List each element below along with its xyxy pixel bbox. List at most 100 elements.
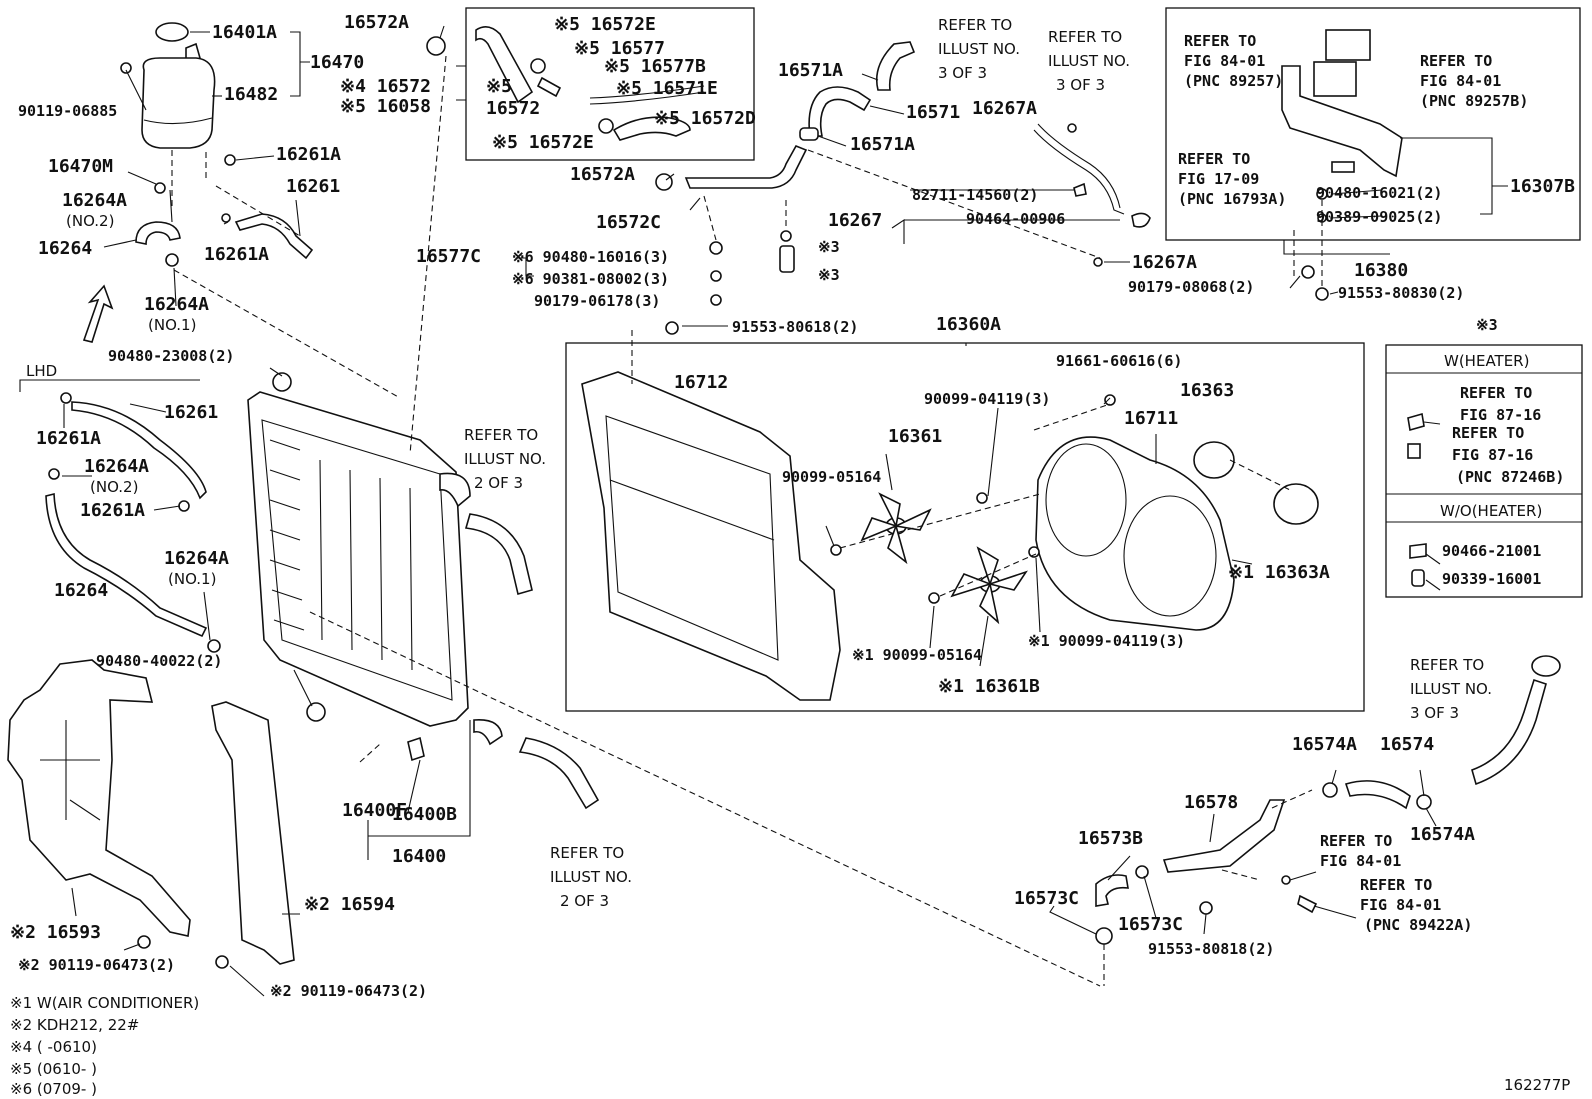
figure-code: 162277P <box>1504 1076 1570 1094</box>
sensor-89422A <box>1297 894 1318 914</box>
fan-16361 <box>860 492 932 565</box>
fig5-line3: (PNC 89422A) <box>1364 916 1472 934</box>
hose-16573B <box>1095 874 1129 907</box>
label-16572D: ※5 16572D <box>654 108 756 129</box>
clip-82711 <box>1073 182 1087 197</box>
label-16380: 16380 <box>1354 260 1408 281</box>
legend-90339-icon <box>1411 569 1425 587</box>
fig3-line2: FIG 17-09 <box>1178 170 1259 188</box>
label-16470: 16470 <box>310 52 364 73</box>
fan-shroud-box <box>565 342 1365 712</box>
bracket-16307B <box>1281 65 1403 178</box>
legend-hose-icon <box>1407 443 1421 459</box>
hose-16264-top <box>135 221 181 245</box>
lhd-hose-16261 <box>71 401 207 500</box>
label-90099-05164-b: ※1 90099-05164 <box>852 646 982 664</box>
water-pipe <box>684 144 808 189</box>
fig3-line3: (PNC 16793A) <box>1178 190 1286 208</box>
clamp-16573C-b <box>1135 865 1149 879</box>
nut-90179-06178 <box>710 294 722 306</box>
label-16401A: 16401A <box>212 22 277 43</box>
legend-refer2-line3: (PNC 87246B) <box>1456 468 1564 486</box>
label-16264A-lhd: 16264A <box>84 456 149 477</box>
label-91661-60616: 91661-60616(6) <box>1056 352 1182 370</box>
label-90099-04119-b: ※1 90099-04119(3) <box>1028 632 1185 650</box>
clamp-16572A-mid <box>655 173 673 191</box>
label-16574A-a: 16574A <box>1292 734 1357 755</box>
legend-refer2-line2: FIG 87-16 <box>1452 446 1533 464</box>
refer-c-line1: REFER TO <box>464 426 538 444</box>
fig4-line2: FIG 84-01 <box>1320 852 1401 870</box>
label-16264A-no2: 16264A <box>62 190 127 211</box>
footnotes: ※1 W(AIR CONDITIONER) ※2 KDH212, 22# ※4 … <box>10 994 199 1098</box>
label-16261A-lhd: 16261A <box>36 428 101 449</box>
front-arrow <box>82 284 114 343</box>
clamp-16572A <box>426 36 446 56</box>
footnote-5: ※5 (0610- ) <box>10 1060 97 1078</box>
label-16577C: 16577C <box>416 246 481 267</box>
lhd-clamp-d <box>207 639 221 653</box>
bolt-90099-04119 <box>976 492 988 504</box>
refer-d-line1: REFER TO <box>550 844 624 862</box>
legend-mark3: ※3 <box>1476 316 1498 334</box>
legend-clamp-icon <box>1407 412 1425 432</box>
hose-16574 <box>1344 780 1411 810</box>
refer-b-line2: ILLUST NO. <box>1048 52 1130 70</box>
label-16594: ※2 16594 <box>304 894 395 915</box>
label-16571A-b: 16571A <box>850 134 915 155</box>
label-90179-06178: 90179-06178(3) <box>534 292 660 310</box>
lhd-clamp-c <box>48 468 60 480</box>
heater-legend-box <box>1385 344 1583 598</box>
dashed-guide-lines <box>171 55 1323 987</box>
label-90119-06473-a: ※2 90119-06473(2) <box>18 956 175 974</box>
nut-90099-05164-b <box>928 592 940 604</box>
label-90119-06473-b: ※2 90119-06473(2) <box>270 982 427 1000</box>
refer-b-line1: REFER TO <box>1048 28 1122 46</box>
clamp-16574A-a <box>1322 782 1338 798</box>
label-16577: ※5 16577 <box>574 38 665 59</box>
label-16267A-a: 16267A <box>972 98 1037 119</box>
label-mark5: ※5 <box>486 76 512 97</box>
label-16572-4: ※4 16572 <box>340 76 431 97</box>
legend-wo-heater: W/O(HEATER) <box>1440 502 1542 520</box>
clamp-16572E <box>530 58 546 74</box>
label-16572E-b: ※5 16572E <box>492 132 594 153</box>
label-16574A-b: 16574A <box>1410 824 1475 845</box>
refer-d-line3: 2 OF 3 <box>560 892 609 910</box>
label-16363: 16363 <box>1180 380 1234 401</box>
legend-refer1-line2: FIG 87-16 <box>1460 406 1541 424</box>
bolt-91553-80618 <box>665 321 679 335</box>
part-labels: 16401A 16470 16482 90119-06885 16470M 16… <box>10 12 1575 1000</box>
label-16470M: 16470M <box>48 156 113 177</box>
label-90381-08002: ※6 90381-08002(3) <box>512 270 669 288</box>
label-91553-80830: 91553-80830(2) <box>1338 284 1464 302</box>
clamp-16571A <box>799 127 819 141</box>
fig3-line1: REFER TO <box>1178 150 1250 168</box>
drain-cock <box>407 736 425 762</box>
refer-e-line2: ILLUST NO. <box>1410 680 1492 698</box>
label-16572A-mid: 16572A <box>570 164 635 185</box>
fig4-line1: REFER TO <box>1320 832 1392 850</box>
clamp-16267A-a <box>1067 123 1077 133</box>
footnote-4: ※4 ( -0610) <box>10 1038 97 1056</box>
fig5-line1: REFER TO <box>1360 876 1432 894</box>
clamp-16572E-b <box>598 118 614 134</box>
label-90099-05164-a: 90099-05164 <box>782 468 881 486</box>
fan-shroud-16712 <box>581 371 841 701</box>
label-no2-top: (NO.2) <box>66 212 114 230</box>
tag-16793A <box>1331 161 1355 173</box>
outlet-flange <box>1531 655 1561 677</box>
refer-e-line1: REFER TO <box>1410 656 1484 674</box>
label-16261A-lhd2: 16261A <box>80 500 145 521</box>
clamp-16573C-a <box>1095 927 1113 945</box>
label-16573B: 16573B <box>1078 828 1143 849</box>
label-16261-lhd: 16261 <box>164 402 218 423</box>
label-16572-5: 16572 <box>486 98 540 119</box>
label-no2-lhd: (NO.2) <box>90 478 138 496</box>
label-16712: 16712 <box>674 372 728 393</box>
label-16573C-b: 16573C <box>1118 914 1183 935</box>
nut-90099-05164-a <box>830 544 842 556</box>
label-16267A-b: 16267A <box>1132 252 1197 273</box>
label-16307B: 16307B <box>1510 176 1575 197</box>
